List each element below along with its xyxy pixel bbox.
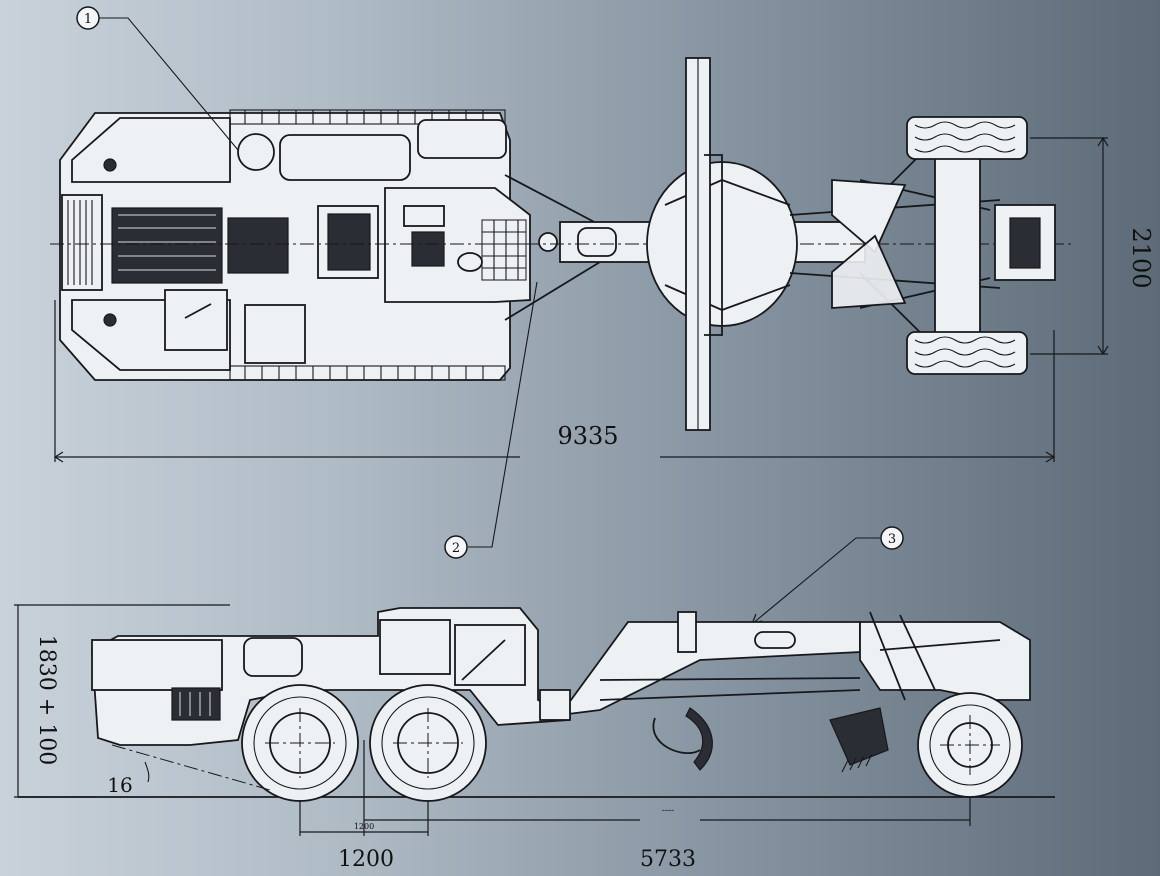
callout-1-label: 1 — [84, 12, 92, 27]
dim-1200-label: 1200 — [338, 847, 394, 872]
rear-wheel-1 — [242, 685, 358, 801]
dimension-rear-span: ---- 5733 — [364, 798, 970, 872]
callout-3-label: 3 — [888, 532, 896, 547]
dim-2100-label: 2100 — [1127, 227, 1155, 288]
dim-angle-label: 16 — [107, 773, 132, 797]
side-view — [18, 608, 1055, 801]
dim-9335-label: 9335 — [557, 422, 618, 450]
callout-3: 3 — [752, 527, 903, 624]
dim-rear-span-small-label: ---- — [662, 806, 674, 816]
dim-1200-small-label: 1200 — [354, 822, 374, 831]
rear-wheel-2 — [370, 685, 486, 801]
dim-5733-label: 5733 — [640, 847, 696, 872]
dim-height-label: 1830 + 100 — [34, 635, 59, 765]
front-tire-bottom — [907, 332, 1027, 374]
front-tire-top — [907, 117, 1027, 159]
front-wheel — [918, 693, 1022, 797]
top-view — [50, 58, 1075, 430]
callout-2-label: 2 — [452, 541, 460, 556]
